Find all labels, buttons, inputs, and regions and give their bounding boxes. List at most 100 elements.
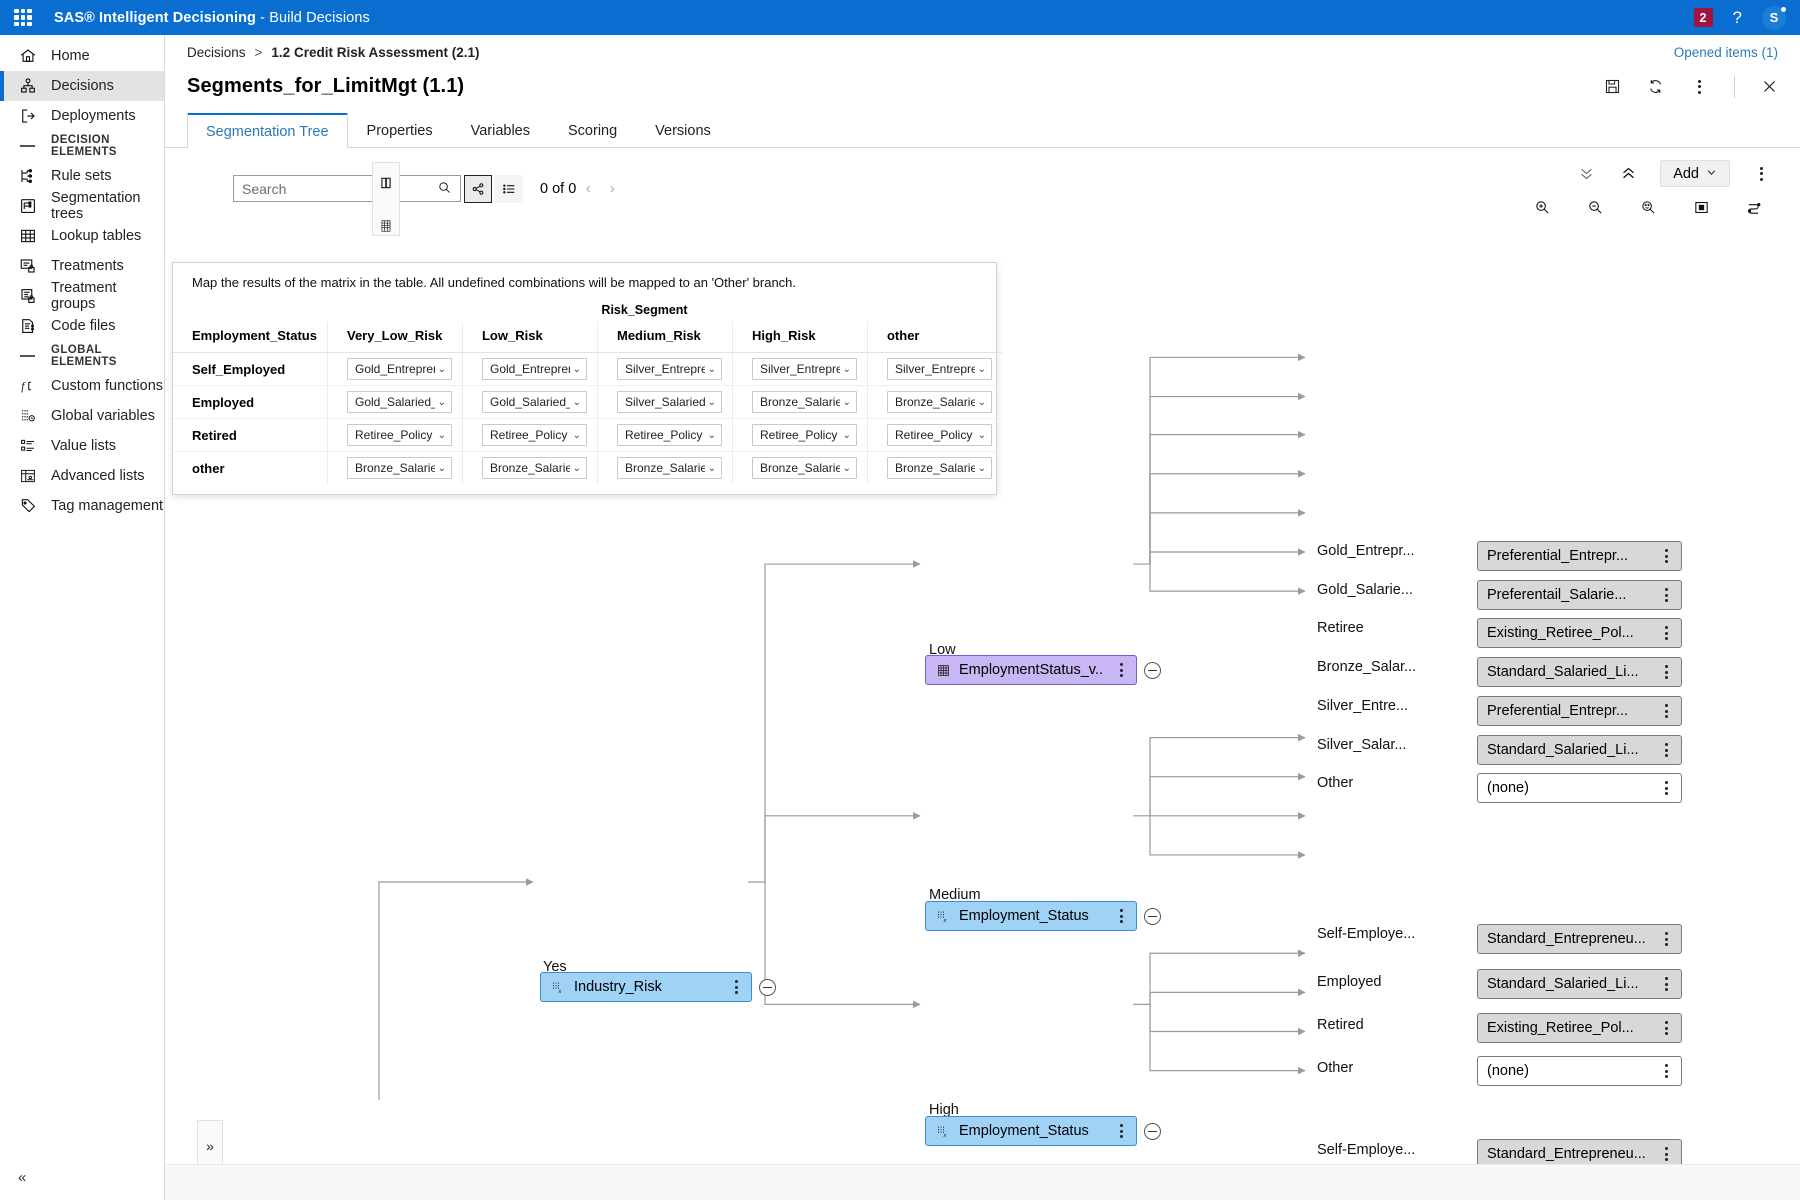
sidebar-item-advanced-lists[interactable]: Advanced lists xyxy=(0,461,164,491)
matrix-cell[interactable]: Silver_Entrepre...⌄ xyxy=(731,352,868,386)
matrix-cell[interactable]: Retiree_Policy⌄ xyxy=(461,418,598,452)
node-menu-icon[interactable] xyxy=(727,978,745,996)
tree-view-button[interactable] xyxy=(464,174,492,203)
tree-node-employment-status-medium[interactable]: x Employment_Status xyxy=(925,901,1137,931)
node-menu-icon[interactable] xyxy=(1112,1122,1130,1140)
matrix-cell[interactable]: Bronze_Salaried...⌄ xyxy=(326,451,463,484)
sidebar-item-decisions[interactable]: Decisions xyxy=(0,71,164,101)
node-menu-icon[interactable] xyxy=(1657,663,1675,681)
leaf-node[interactable]: Preferentail_Salarie... xyxy=(1477,580,1682,610)
node-menu-icon[interactable] xyxy=(1112,907,1130,925)
matrix-cell[interactable]: Retiree_Policy⌄ xyxy=(596,418,733,452)
help-icon[interactable]: ? xyxy=(1732,8,1742,27)
search-input[interactable] xyxy=(242,180,437,197)
matrix-cell[interactable]: Retiree_Policy⌄ xyxy=(866,418,1002,452)
add-button[interactable]: Add xyxy=(1660,160,1730,187)
matrix-cell-select[interactable]: Silver_Entrepre...⌄ xyxy=(751,358,857,380)
matrix-cell-select[interactable]: Bronze_Salaried...⌄ xyxy=(886,457,992,479)
zoom-in-icon[interactable] xyxy=(1532,197,1552,217)
leaf-node[interactable]: Existing_Retiree_Pol... xyxy=(1477,1013,1682,1043)
matrix-cell[interactable]: Bronze_Salaried...⌄ xyxy=(866,451,1002,484)
leaf-node[interactable]: Preferential_Entrepr... xyxy=(1477,696,1682,726)
zoom-out-icon[interactable] xyxy=(1585,197,1605,217)
tree-node-employment-status-high[interactable]: x Employment_Status xyxy=(925,1116,1137,1146)
matrix-cell-select[interactable]: Bronze_Salaried...⌄ xyxy=(751,457,857,479)
node-menu-icon[interactable] xyxy=(1657,702,1675,720)
save-icon[interactable] xyxy=(1604,78,1621,95)
matrix-cell[interactable]: Gold_Salaried_...⌄ xyxy=(461,385,598,419)
collapse-node-low[interactable] xyxy=(1144,662,1161,679)
notification-badge[interactable]: 2 xyxy=(1693,8,1713,27)
layout-icon[interactable] xyxy=(1744,197,1764,217)
leaf-node[interactable]: (none) xyxy=(1477,1056,1682,1086)
matrix-cell-select[interactable]: Silver_Entrepre...⌄ xyxy=(886,358,992,380)
node-menu-icon[interactable] xyxy=(1657,741,1675,759)
matrix-cell[interactable]: Bronze_Salaried...⌄ xyxy=(461,451,598,484)
matrix-cell[interactable]: Bronze_Salaried...⌄ xyxy=(866,385,1002,419)
node-menu-icon[interactable] xyxy=(1657,586,1675,604)
matrix-cell-select[interactable]: Silver_Entrepre...⌄ xyxy=(616,358,722,380)
avatar[interactable]: S xyxy=(1762,5,1786,30)
leaf-node[interactable]: Existing_Retiree_Pol... xyxy=(1477,618,1682,648)
search-next-button[interactable]: › xyxy=(609,180,615,197)
node-menu-icon[interactable] xyxy=(1112,661,1130,679)
sidebar-item-treatment-groups[interactable]: Treatment groups xyxy=(0,280,164,312)
matrix-cell-select[interactable]: Bronze_Salaried...⌄ xyxy=(751,391,857,413)
matrix-cell[interactable]: Bronze_Salaried...⌄ xyxy=(731,451,868,484)
panel-toggle-icon[interactable] xyxy=(376,174,396,192)
node-menu-icon[interactable] xyxy=(1657,1019,1675,1037)
matrix-cell-select[interactable]: Gold_Entrepren...⌄ xyxy=(346,358,452,380)
sidebar-item-tag-management[interactable]: Tag management xyxy=(0,491,164,521)
matrix-cell[interactable]: Silver_Entrepre...⌄ xyxy=(866,352,1002,386)
tab-segmentation-tree[interactable]: Segmentation Tree xyxy=(187,113,348,148)
refresh-icon[interactable] xyxy=(1647,78,1664,95)
matrix-cell-select[interactable]: Gold_Salaried_...⌄ xyxy=(481,391,587,413)
canvas-expand-button[interactable]: » xyxy=(197,1120,223,1172)
sidebar-item-lookup-tables[interactable]: Lookup tables xyxy=(0,221,164,251)
node-menu-icon[interactable] xyxy=(1657,1062,1675,1080)
search-icon[interactable] xyxy=(437,180,452,198)
node-menu-icon[interactable] xyxy=(1657,1145,1675,1163)
matrix-cell[interactable]: Bronze_Salaried...⌄ xyxy=(731,385,868,419)
grid-toggle-icon[interactable] xyxy=(376,218,396,236)
matrix-cell[interactable]: Retiree_Policy⌄ xyxy=(731,418,868,452)
matrix-cell-select[interactable]: Retiree_Policy⌄ xyxy=(346,424,452,446)
sidebar-item-value-lists[interactable]: Value lists xyxy=(0,431,164,461)
sidebar-item-deployments[interactable]: Deployments xyxy=(0,101,164,131)
matrix-cell-select[interactable]: Retiree_Policy⌄ xyxy=(616,424,722,446)
tree-node-industry-risk[interactable]: x Industry_Risk xyxy=(540,972,752,1002)
leaf-node[interactable]: Standard_Salaried_Li... xyxy=(1477,657,1682,687)
expand-all-icon[interactable] xyxy=(1618,164,1638,184)
fit-to-page-icon[interactable] xyxy=(1691,197,1711,217)
leaf-node[interactable]: Standard_Salaried_Li... xyxy=(1477,735,1682,765)
toolbar-more-icon[interactable] xyxy=(1752,165,1770,183)
leaf-node[interactable]: Preferential_Entrepr... xyxy=(1477,541,1682,571)
matrix-cell[interactable]: Silver_Salaried_...⌄ xyxy=(596,385,733,419)
opened-items-link[interactable]: Opened items (1) xyxy=(1673,44,1778,60)
tab-properties[interactable]: Properties xyxy=(366,123,433,139)
leaf-node[interactable]: Standard_Salaried_Li... xyxy=(1477,969,1682,999)
matrix-cell-select[interactable]: Bronze_Salaried...⌄ xyxy=(481,457,587,479)
sidebar-item-segmentation-trees[interactable]: Segmentation trees xyxy=(0,190,164,222)
matrix-cell[interactable]: Bronze_Salaried...⌄ xyxy=(596,451,733,484)
sidebar-item-treatments[interactable]: Treatments xyxy=(0,251,164,281)
matrix-cell[interactable]: Gold_Salaried_...⌄ xyxy=(326,385,463,419)
matrix-cell[interactable]: Retiree_Policy⌄ xyxy=(326,418,463,452)
sidebar-item-custom-functions[interactable]: f Custom functions xyxy=(0,371,164,401)
matrix-cell[interactable]: Gold_Entrepren...⌄ xyxy=(461,352,598,386)
breadcrumb-root[interactable]: Decisions xyxy=(187,44,246,60)
matrix-cell-select[interactable]: Retiree_Policy⌄ xyxy=(481,424,587,446)
zoom-fit-icon[interactable] xyxy=(1638,197,1658,217)
matrix-cell[interactable]: Silver_Entrepre...⌄ xyxy=(596,352,733,386)
close-icon[interactable] xyxy=(1761,78,1778,95)
matrix-cell-select[interactable]: Bronze_Salaried...⌄ xyxy=(616,457,722,479)
tab-variables[interactable]: Variables xyxy=(470,123,530,139)
tree-node-employment-status-matrix[interactable]: EmploymentStatus_v... xyxy=(925,655,1137,685)
sidebar-collapse-button[interactable]: « xyxy=(18,1169,27,1186)
node-menu-icon[interactable] xyxy=(1657,547,1675,565)
more-actions-icon[interactable] xyxy=(1690,78,1708,96)
matrix-cell-select[interactable]: Retiree_Policy⌄ xyxy=(886,424,992,446)
matrix-cell-select[interactable]: Silver_Salaried_...⌄ xyxy=(616,391,722,413)
matrix-cell-select[interactable]: Retiree_Policy⌄ xyxy=(751,424,857,446)
search-prev-button[interactable]: ‹ xyxy=(585,180,591,197)
